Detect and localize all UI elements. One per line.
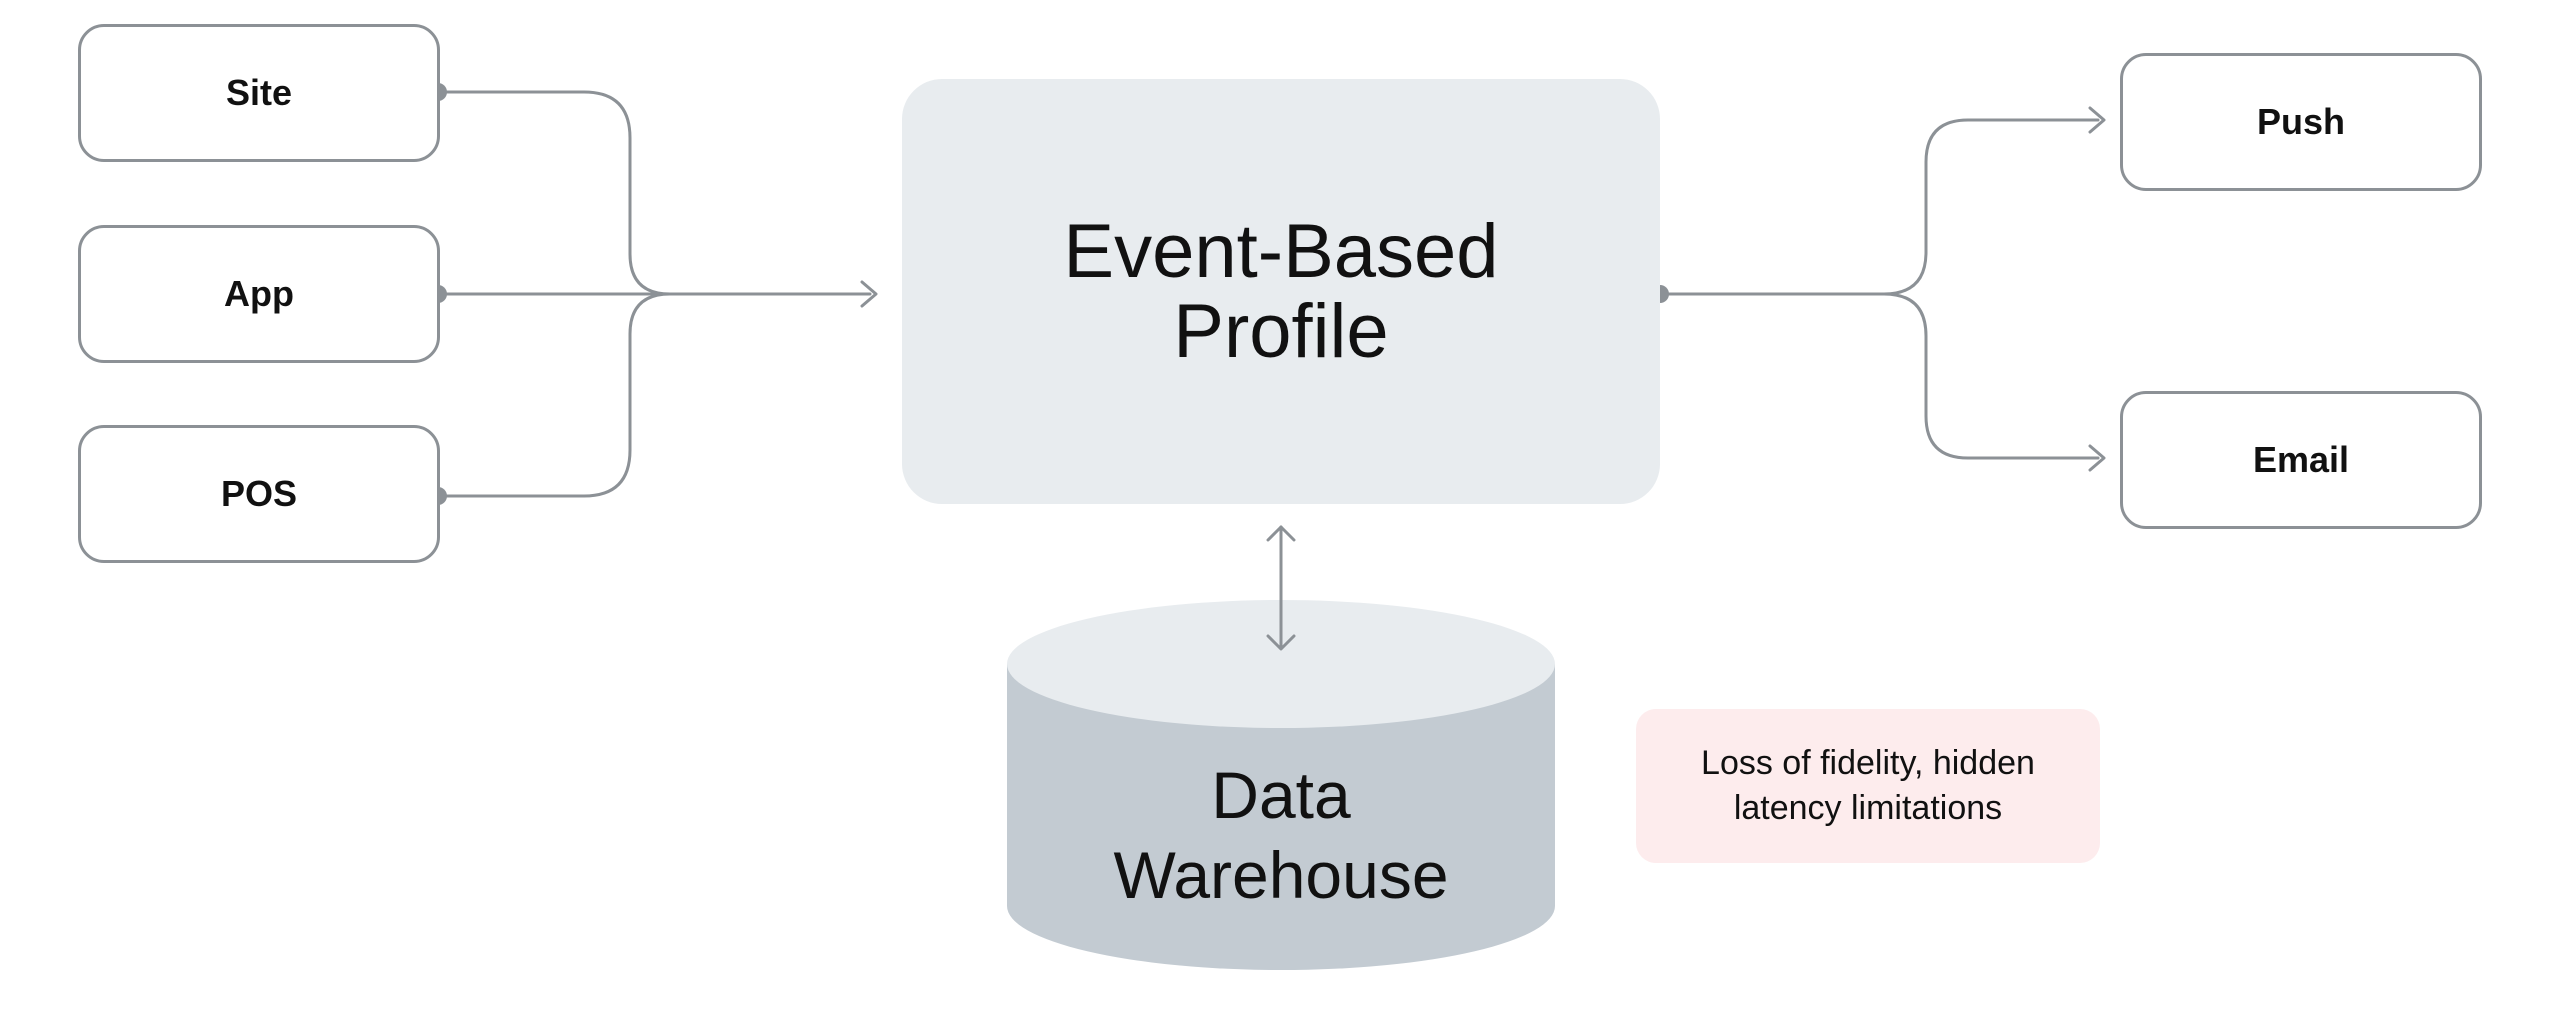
destination-email-label: Email	[2252, 439, 2350, 480]
connector-pos	[436, 292, 672, 498]
data-warehouse-label: Data Warehouse	[1007, 755, 1555, 915]
source-pos-label: POS	[220, 473, 298, 514]
push-arrowhead	[2088, 106, 2106, 134]
data-warehouse-cylinder	[1007, 600, 1555, 970]
email-arrowhead	[2088, 444, 2106, 472]
connector-email	[1882, 292, 2100, 460]
source-app-box: App	[78, 225, 440, 363]
sync-arrowhead-down	[1266, 634, 1296, 651]
warehouse-title-line2: Warehouse	[1113, 838, 1449, 912]
note-line1: Loss of fidelity, hidden	[1701, 744, 2035, 782]
source-site-label: Site	[225, 72, 293, 113]
source-site-box: Site	[78, 24, 440, 162]
warehouse-title-line1: Data	[1211, 758, 1351, 832]
limitation-note: Loss of fidelity, hidden latency limitat…	[1636, 709, 2100, 863]
destination-email-box: Email	[2120, 391, 2482, 529]
sync-arrowhead-up	[1266, 525, 1296, 542]
source-pos-box: POS	[78, 425, 440, 563]
note-line2: latency limitations	[1733, 789, 2003, 827]
profile-title-line1: Event-Based	[1063, 208, 1499, 294]
connector-push	[1658, 118, 2100, 296]
input-arrowhead	[860, 280, 878, 308]
destination-push-label: Push	[2256, 101, 2345, 142]
source-app-label: App	[224, 273, 294, 314]
profile-title-line2: Profile	[1173, 288, 1389, 374]
cylinder-body	[1007, 664, 1555, 970]
connector-site	[436, 90, 672, 296]
event-based-profile-box: Event-Based Profile	[902, 79, 1660, 504]
cylinder-top	[1007, 600, 1555, 728]
destination-push-box: Push	[2120, 53, 2482, 191]
